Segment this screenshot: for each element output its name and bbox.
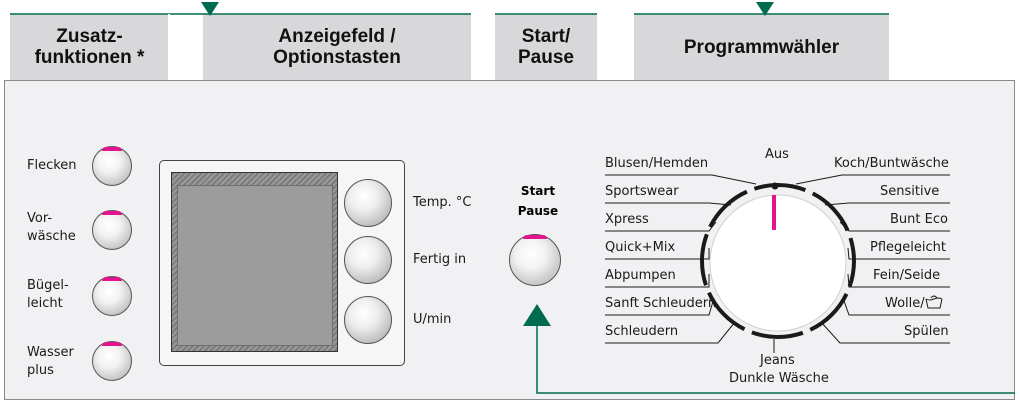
program-dial-dot-icon (771, 182, 779, 190)
label-spin-speed: U/min (413, 312, 452, 327)
header-start-pause-label: Start/ Pause (518, 26, 574, 68)
program-spuelen: Spülen (904, 324, 949, 339)
handwash-icon (925, 295, 943, 309)
led-indicator (102, 277, 122, 281)
arrow-up-start-icon (523, 304, 551, 326)
arrow-line-start (536, 322, 1015, 394)
header-start-pause: Start/ Pause (495, 14, 597, 80)
program-sanft-schleudern: Sanft Schleudern (605, 296, 717, 311)
header-anzeigefeld: Anzeigefeld / Optionstasten (203, 14, 471, 80)
header-zusatzfunktionen-label: Zusatz- funktionen * (34, 26, 145, 68)
label-fertig-in: Fertig in (413, 252, 467, 267)
program-leaders-right (795, 174, 950, 344)
program-dial-knob (709, 194, 847, 332)
pause-title: Pause (517, 204, 559, 218)
program-pflegeleicht: Pflegeleicht (870, 240, 946, 255)
program-dunkle-waesche: Dunkle Wäsche (729, 371, 829, 386)
temperature-button[interactable] (344, 179, 392, 227)
program-koch-buntwaesche: Koch/Buntwäsche (834, 156, 949, 171)
spin-speed-button[interactable] (344, 296, 392, 344)
led-indicator (102, 211, 122, 215)
program-abpumpen: Abpumpen (605, 268, 676, 283)
fertig-in-button[interactable] (344, 236, 392, 284)
program-wolle-label: Wolle/ (885, 296, 925, 311)
arrow-down-anzeige-icon (201, 2, 219, 16)
flecken-button[interactable] (92, 146, 132, 186)
label-vorwaesche: Vor- wäsche (27, 211, 76, 244)
label-flecken: Flecken (27, 158, 77, 173)
led-indicator (523, 235, 547, 239)
buegelleicht-button[interactable] (92, 276, 132, 316)
program-bunt-eco: Bunt Eco (890, 212, 948, 227)
label-temperature: Temp. °C (413, 195, 472, 210)
label-wasserplus: Wasser plus (27, 345, 74, 378)
program-leaders-left (605, 174, 757, 344)
label-buegelleicht: Bügel- leicht (27, 278, 69, 311)
program-sensitive: Sensitive (880, 184, 940, 199)
program-xpress: Xpress (605, 212, 649, 227)
program-jeans: Jeans (760, 353, 795, 368)
header-zusatzfunktionen: Zusatz- funktionen * (10, 14, 169, 80)
start-title: Start (520, 184, 556, 198)
header-anzeigefeld-label: Anzeigefeld / Optionstasten (273, 26, 401, 68)
led-indicator (102, 147, 122, 151)
program-fein-seide: Fein/Seide (873, 268, 941, 283)
wasserplus-button[interactable] (92, 341, 132, 381)
program-sportswear: Sportswear (605, 184, 679, 199)
start-pause-button[interactable] (509, 234, 561, 286)
program-schleudern: Schleudern (605, 324, 679, 339)
vorwaesche-button[interactable] (92, 210, 132, 250)
header-programmwaehler: Programmwähler (634, 14, 889, 80)
program-aus: Aus (765, 147, 789, 162)
header-programmwaehler-label: Programmwähler (683, 36, 840, 58)
arrow-down-programm-icon (756, 2, 774, 16)
display-screen (177, 185, 333, 346)
program-wolle: Wolle/ (885, 295, 943, 313)
program-blusen-hemden: Blusen/Hemden (605, 156, 709, 171)
led-indicator (102, 342, 122, 346)
program-quick-mix: Quick+Mix (605, 240, 676, 255)
